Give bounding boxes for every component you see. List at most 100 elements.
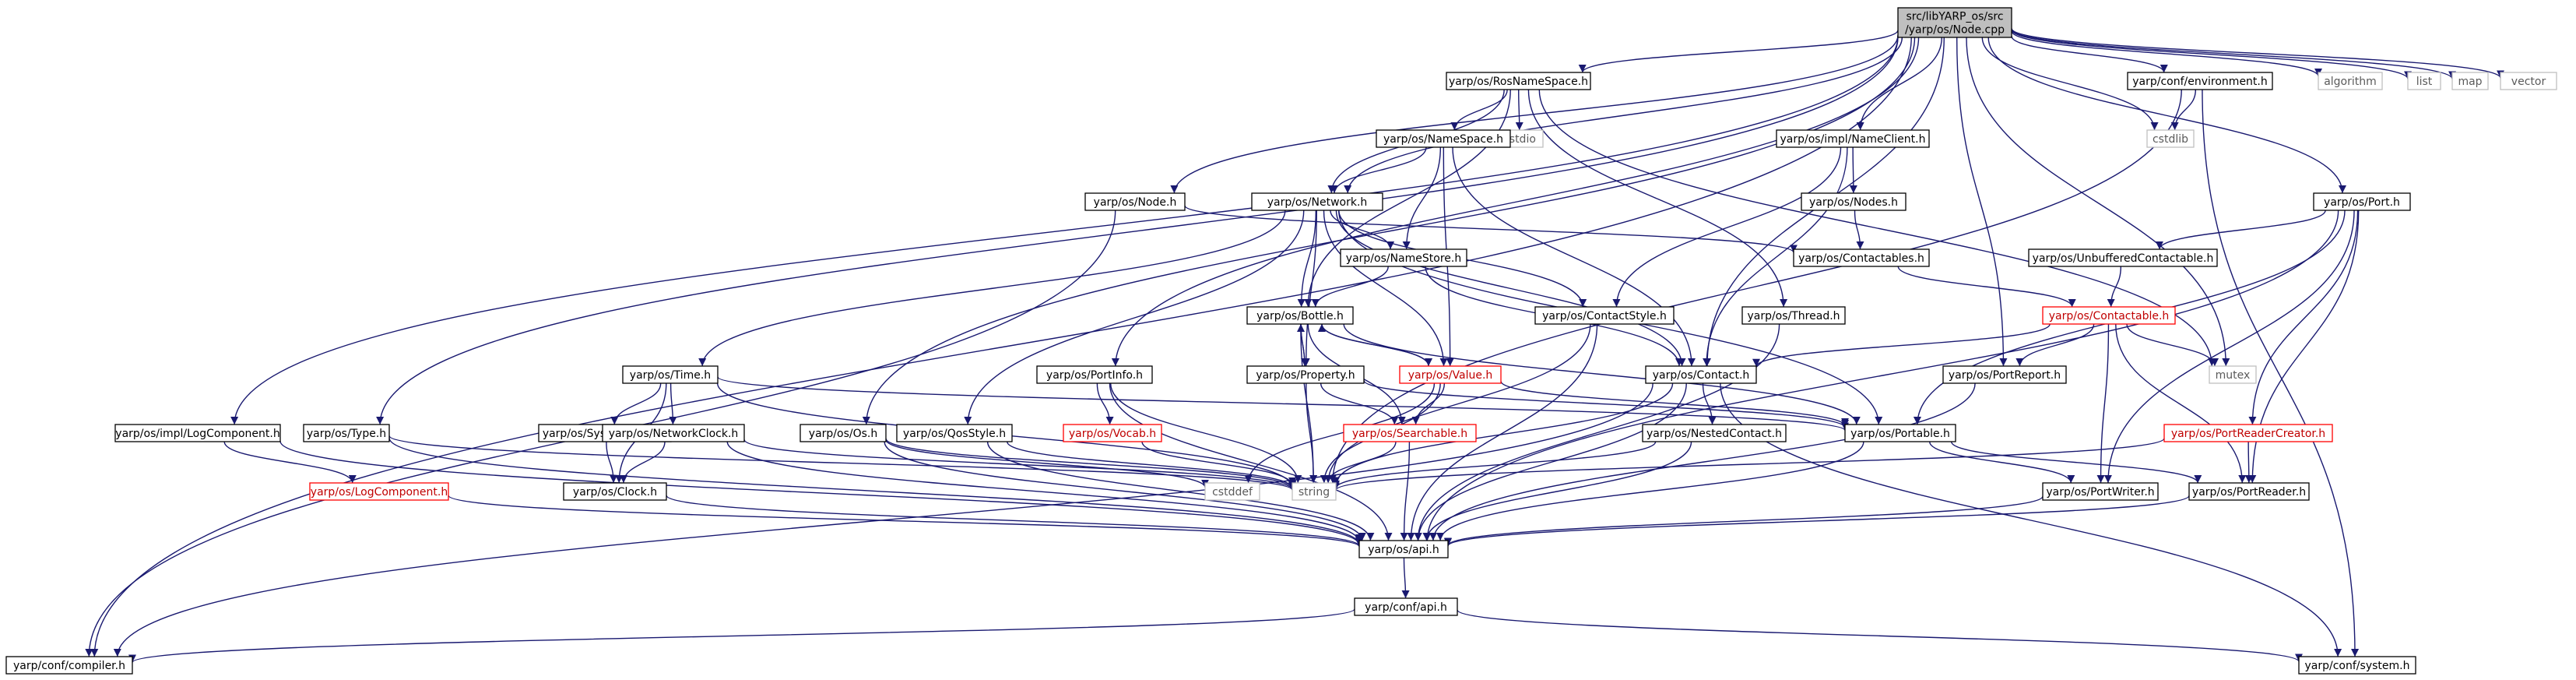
node-os-api[interactable]: yarp/os/api.h	[1358, 540, 1449, 558]
node-logcomponent[interactable]: yarp/os/LogComponent.h	[309, 482, 449, 501]
node-portwriter[interactable]: yarp/os/PortWriter.h	[2042, 482, 2159, 501]
node-os-h[interactable]: yarp/os/Os.h	[800, 424, 887, 442]
node-box	[2298, 656, 2416, 675]
node-type[interactable]: yarp/os/Type.h	[303, 424, 390, 442]
node-label: yarp/os/Nodes.h	[1809, 196, 1898, 209]
node-box	[2313, 192, 2411, 211]
node-namespace[interactable]: yarp/os/NameSpace.h	[1376, 129, 1511, 148]
edge-namespace-to-network	[1330, 146, 1427, 194]
edge-portable-to-portwriter	[1928, 441, 2075, 484]
edge-vocab-to-string	[1141, 441, 1296, 486]
node-box	[1036, 365, 1153, 384]
node-clock[interactable]: yarp/os/Clock.h	[563, 482, 667, 501]
node-os-node[interactable]: yarp/os/Node.h	[1084, 192, 1186, 211]
node-node-cpp[interactable]: src/libYARP_os/src/yarp/os/Node.cpp	[1897, 7, 2012, 38]
node-label: yarp/os/Value.h	[1408, 369, 1493, 382]
node-conf-api[interactable]: yarp/conf/api.h	[1354, 597, 1458, 616]
node-label: yarp/os/Node.h	[1094, 196, 1177, 209]
node-label: yarp/os/api.h	[1368, 544, 1439, 556]
node-networkclock[interactable]: yarp/os/NetworkClock.h	[602, 424, 745, 442]
node-label: yarp/os/Contact.h	[1653, 369, 1750, 382]
node-box	[1376, 129, 1511, 148]
node-nameclient[interactable]: yarp/os/impl/NameClient.h	[1776, 129, 1930, 148]
edge-network-to-value	[1323, 210, 1448, 367]
node-property[interactable]: yarp/os/Property.h	[1246, 365, 1365, 384]
node-nodes[interactable]: yarp/os/Nodes.h	[1801, 192, 1907, 211]
edge-network-to-bottle	[1297, 210, 1317, 308]
node-box	[2500, 72, 2557, 90]
node-contactables[interactable]: yarp/os/Contactables.h	[1793, 248, 1930, 267]
node-box	[800, 424, 887, 442]
node-searchable[interactable]: yarp/os/Searchable.h	[1343, 424, 1477, 442]
node-map: map	[2451, 72, 2489, 90]
edge-node-cpp-to-network	[1344, 37, 1903, 194]
node-cstddef: cstddef	[1204, 482, 1260, 501]
edge-node-cpp-to-os-node	[1170, 34, 1899, 194]
edge-os-node-to-contactables	[1184, 205, 1798, 253]
node-label: yarp/conf/environment.h	[2132, 76, 2268, 88]
edge-contact-to-os-api	[1414, 382, 1687, 541]
node-contactstyle[interactable]: yarp/os/ContactStyle.h	[1534, 306, 1675, 325]
edge-contactstyle-to-string	[1324, 323, 1591, 484]
edge-node-cpp-to-list	[2011, 29, 2412, 79]
node-vocab[interactable]: yarp/os/Vocab.h	[1063, 424, 1162, 442]
node-portreport[interactable]: yarp/os/PortReport.h	[1942, 365, 2067, 384]
node-conf-environment[interactable]: yarp/conf/environment.h	[2127, 72, 2273, 90]
node-contactable[interactable]: yarp/os/Contactable.h	[2042, 306, 2176, 325]
node-nestedcontact[interactable]: yarp/os/NestedContact.h	[1642, 424, 1787, 442]
node-box	[1645, 365, 1757, 384]
edge-node-cpp-to-vector	[2011, 28, 2504, 79]
node-logcomponent-impl[interactable]: yarp/os/impl/LogComponent.h	[114, 424, 281, 442]
node-box	[309, 482, 449, 501]
node-label: string	[1299, 486, 1330, 499]
edge-network-to-time	[698, 210, 1286, 367]
edge-time-to-networkclock	[669, 382, 677, 425]
edge-searchable-to-string	[1324, 441, 1397, 484]
edge-node-cpp-to-logcomponent-impl	[230, 36, 1899, 425]
node-portinfo[interactable]: yarp/os/PortInfo.h	[1036, 365, 1153, 384]
node-time[interactable]: yarp/os/Time.h	[622, 365, 719, 384]
node-rosnamespace[interactable]: yarp/os/RosNameSpace.h	[1446, 72, 1591, 90]
node-box	[602, 424, 745, 442]
node-value[interactable]: yarp/os/Value.h	[1399, 365, 1502, 384]
node-box	[2407, 72, 2441, 90]
node-box	[1446, 72, 1591, 90]
node-label: src/libYARP_os/src	[1906, 11, 2003, 23]
node-box	[896, 424, 1013, 442]
node-portreadercreator[interactable]: yarp/os/PortReaderCreator.h	[2163, 424, 2333, 442]
node-network[interactable]: yarp/os/Network.h	[1251, 192, 1383, 211]
node-thread[interactable]: yarp/os/Thread.h	[1741, 306, 1846, 325]
node-unbuffered[interactable]: yarp/os/UnbufferedContactable.h	[2028, 248, 2218, 267]
node-label: cstdio	[1503, 133, 1536, 146]
node-contact[interactable]: yarp/os/Contact.h	[1645, 365, 1757, 384]
node-portreader[interactable]: yarp/os/PortReader.h	[2188, 482, 2310, 501]
edge-node-cpp-to-os-h	[862, 37, 1916, 425]
node-conf-compiler[interactable]: yarp/conf/compiler.h	[5, 656, 133, 675]
node-box	[622, 365, 719, 384]
edge-portreadercreator-to-string	[1332, 438, 2165, 491]
node-label: yarp/os/RosNameSpace.h	[1449, 76, 1588, 88]
node-box	[2028, 248, 2218, 267]
edge-port-to-os-api	[1423, 210, 2339, 541]
node-portable[interactable]: yarp/os/Portable.h	[1844, 424, 1956, 442]
node-bottle[interactable]: yarp/os/Bottle.h	[1246, 306, 1354, 325]
node-port[interactable]: yarp/os/Port.h	[2313, 192, 2411, 211]
node-conf-system[interactable]: yarp/conf/system.h	[2298, 656, 2416, 675]
edge-os-api-to-conf-api	[1401, 557, 1410, 599]
edge-contact-to-string	[1332, 382, 1674, 485]
node-qosstyle[interactable]: yarp/os/QosStyle.h	[896, 424, 1013, 442]
edge-conf-environment-to-conf-system	[2202, 89, 2360, 657]
node-label: cstdlib	[2153, 133, 2188, 146]
edge-rosnamespace-to-cstdio	[1515, 89, 1523, 131]
node-label: yarp/os/Time.h	[630, 369, 711, 382]
edge-os-h-to-os-api	[884, 441, 1366, 541]
edge-type-to-string	[388, 435, 1296, 491]
node-box	[2127, 72, 2273, 90]
node-namestore[interactable]: yarp/os/NameStore.h	[1340, 248, 1467, 267]
edge-time-to-portable	[717, 376, 1849, 432]
node-box	[1399, 365, 1502, 384]
node-label: yarp/os/Os.h	[809, 428, 877, 440]
node-label: yarp/os/Port.h	[2324, 196, 2400, 209]
edge-conf-api-to-conf-system	[1457, 609, 2303, 662]
node-label: yarp/os/PortInfo.h	[1046, 369, 1143, 382]
